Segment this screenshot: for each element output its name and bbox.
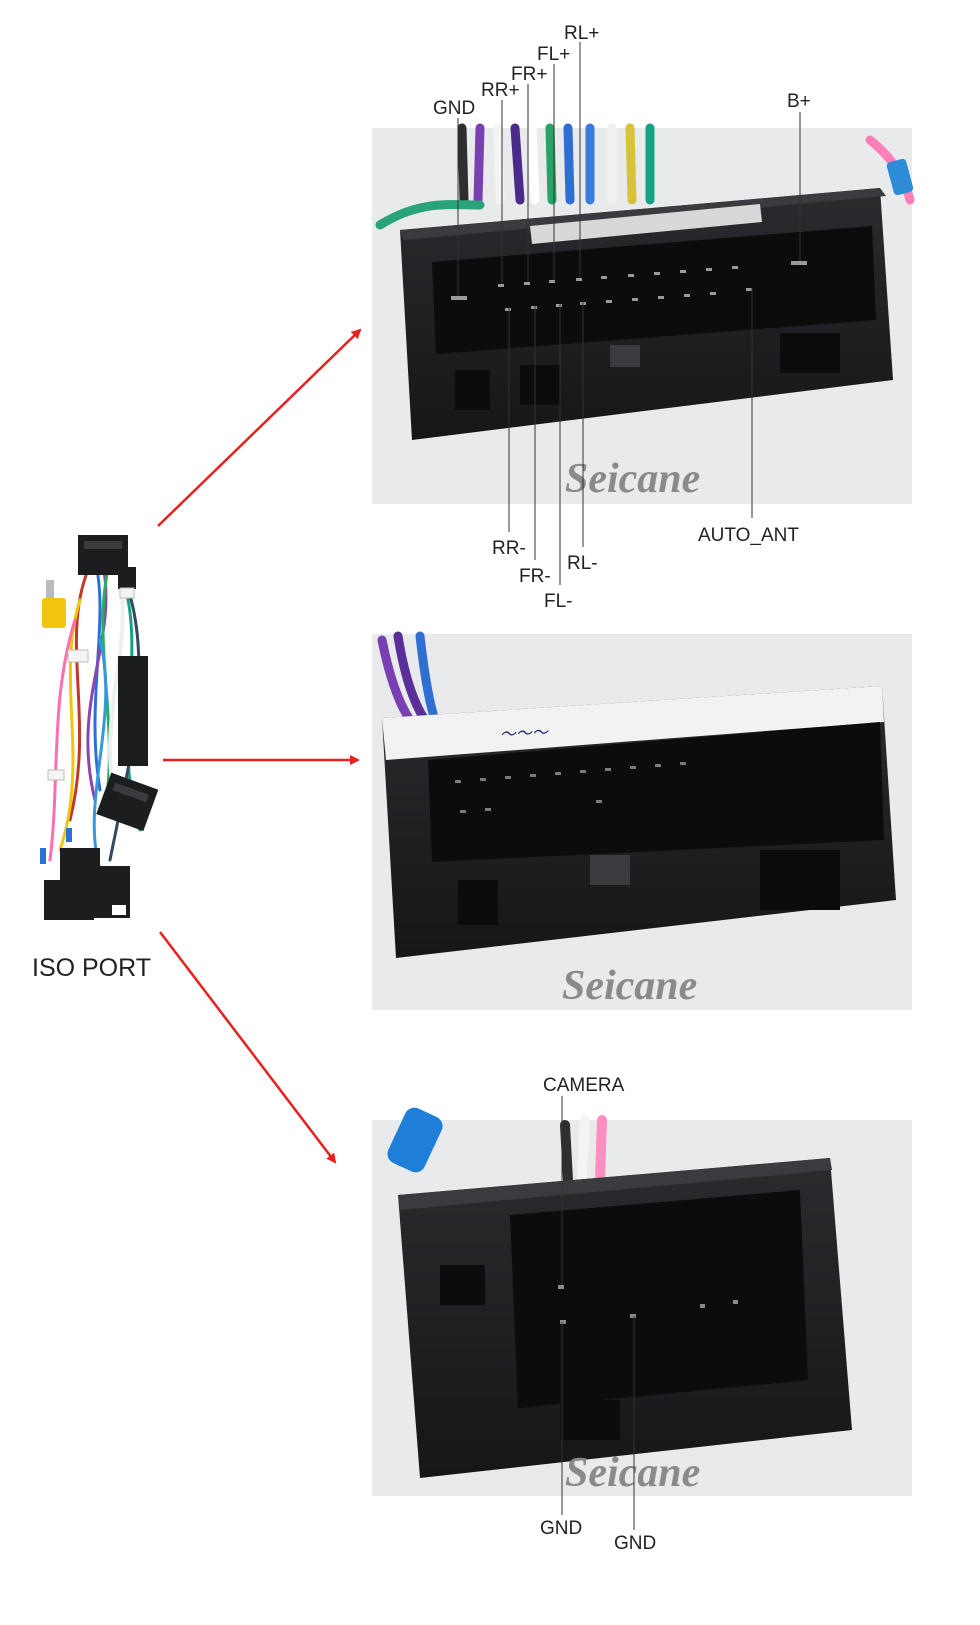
pin-label: RL- <box>567 553 598 574</box>
connector-3-photo: Seicane <box>372 1107 912 1496</box>
connector-2-photo: ～～～ Seicane <box>372 631 912 1010</box>
pin-label: RL+ <box>564 23 599 44</box>
handwriting-mark: ～～～ <box>499 722 550 744</box>
pin-label: CAMERA <box>543 1075 625 1096</box>
pin-label: RR- <box>492 538 526 559</box>
wire-harness-illustration <box>40 535 159 920</box>
pin-label: AUTO_ANT <box>698 525 799 546</box>
connector-1-labels: GND RR+ FR+ FL+ RL+ B+ RR- FR- FL- RL- A… <box>433 23 811 612</box>
connector-1-photo: Seicane <box>372 123 915 504</box>
pin-label: B+ <box>787 91 811 112</box>
connector-3-leaders <box>561 1096 635 1530</box>
pin-label: FR- <box>519 566 551 587</box>
pin-label: FR+ <box>511 64 547 85</box>
pin-label: GND <box>433 98 475 119</box>
watermark: Seicane <box>562 963 697 1009</box>
pin-label: RR+ <box>481 80 520 101</box>
pin-label: FL- <box>544 591 573 612</box>
arrow-to-connector-3 <box>159 931 337 1164</box>
watermark: Seicane <box>565 1450 700 1496</box>
pin-label: FL+ <box>537 44 570 65</box>
pin-label: GND <box>614 1533 656 1554</box>
watermark: Seicane <box>565 456 700 502</box>
harness-label: ISO PORT <box>32 954 151 982</box>
arrows <box>157 328 362 1164</box>
connector-3-labels: CAMERA GND GND <box>540 1075 656 1554</box>
connector-1-leaders <box>457 42 801 585</box>
pin-label: GND <box>540 1518 582 1539</box>
arrow-to-connector-1 <box>157 328 362 527</box>
